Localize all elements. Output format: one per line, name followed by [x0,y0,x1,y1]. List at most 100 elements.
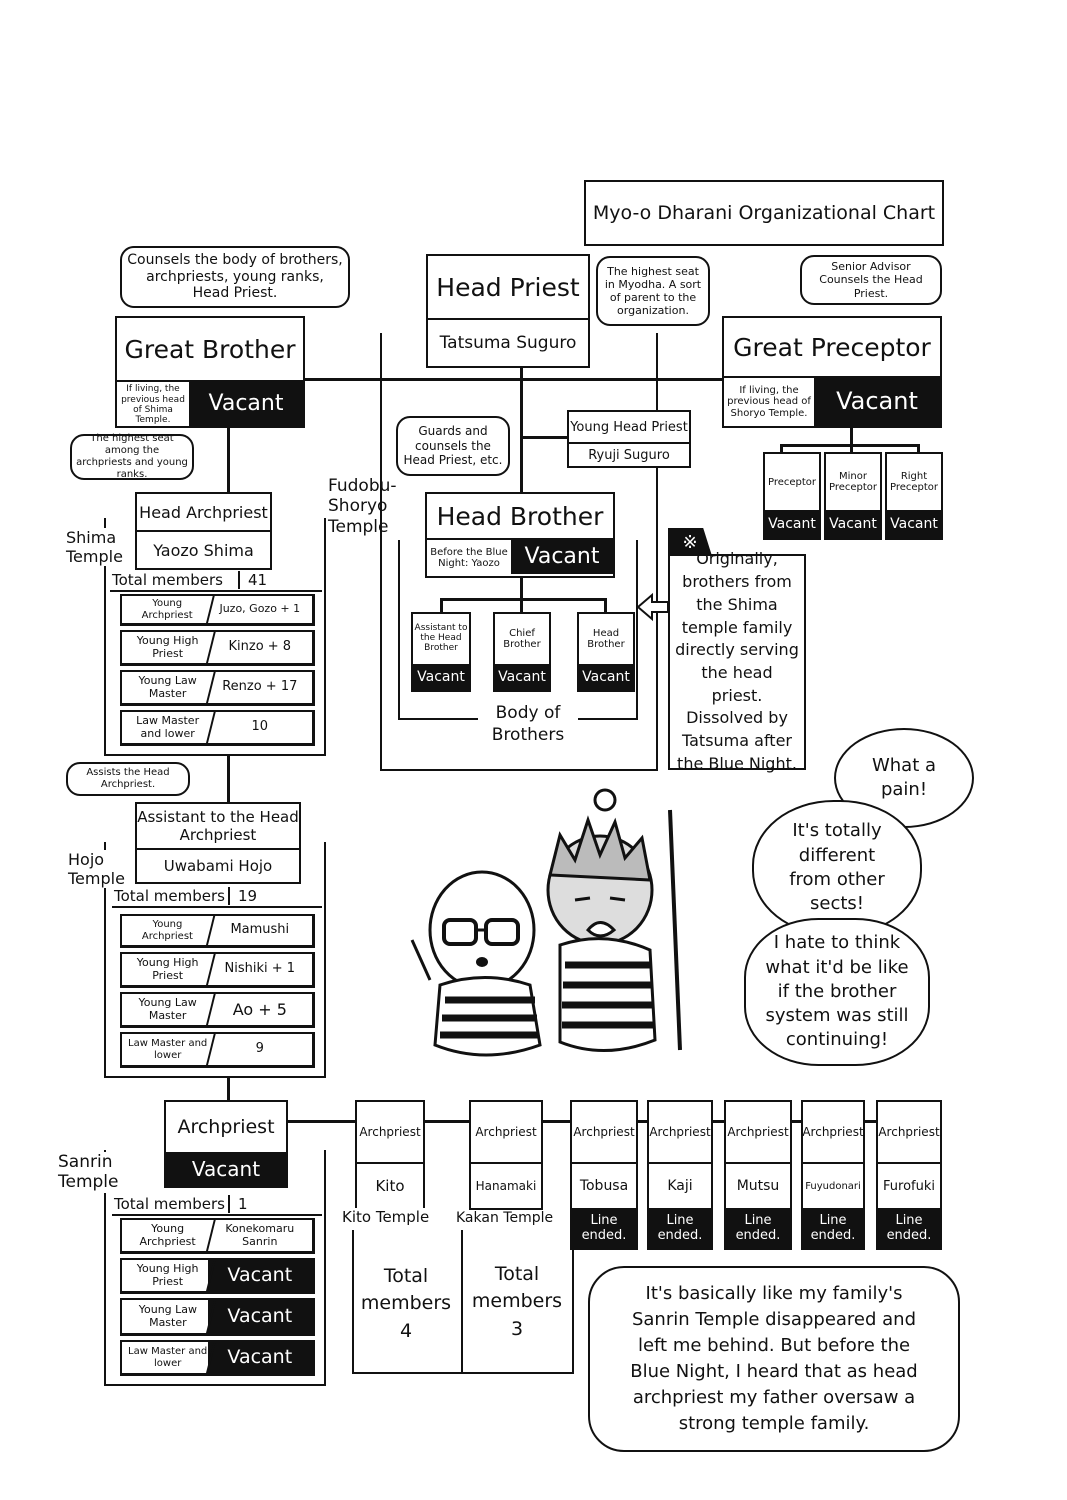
body-of-brothers-label: Body of Brothers [478,700,578,748]
fuyudonari-title: Archpriest [802,1125,864,1139]
chief-brother-status: Vacant [495,664,549,690]
sanrin-archpriest-box: Archpriest Vacant [164,1100,288,1188]
minor-preceptor-title: Minor Preceptor [828,471,878,493]
sanrin-row-rank: Law Master and lower [128,1346,208,1369]
arrow-left-icon [636,592,669,622]
sanrin-row: Law Master and lower Vacant [120,1340,315,1376]
brothers-note-box: Originally, brothers from the Shima temp… [668,549,806,773]
preceptor-title: Preceptor [767,476,817,488]
head-brother-box: Head Brother Before the Blue Night: Yaoz… [425,492,615,578]
connector-line [850,444,853,454]
sanrin-total-value: 1 [228,1195,248,1213]
sanrin-temple-frame [104,1150,326,1386]
shima-total-value: 41 [238,571,267,589]
tobusa-name: Tobusa [572,1162,636,1208]
tobusa-status: Line ended. [572,1208,636,1248]
hojo-row-value: Mamushi [230,922,290,938]
chibi-characters-illustration [410,788,682,1057]
connector-line [917,444,920,454]
connector-line [604,598,607,612]
great-preceptor-title: Great Preceptor [733,332,931,362]
sanrin-row: Young High Priest Vacant [120,1258,315,1294]
great-brother-status: Vacant [189,380,303,426]
shima-row: Young Law Master Renzo + 17 [120,670,315,706]
kito-total: Total members 4 [360,1264,452,1342]
furofuki-archpriest-box: Archpriest Furofuki Line ended. [876,1100,942,1250]
kito-archpriest-box: Archpriest Kito [355,1100,425,1210]
connector-line [440,598,443,612]
connector-line [520,436,568,439]
kakan-archpriest-name: Hanamaki [471,1162,541,1208]
minor-preceptor-box: Minor Preceptor Vacant [824,452,882,540]
shima-row-value: 10 [251,719,269,735]
connector-line [440,598,606,601]
right-preceptor-box: Right Preceptor Vacant [885,452,943,540]
sub-head-brother-box: Head Brother Vacant [577,612,635,692]
minor-preceptor-status: Vacant [826,510,880,538]
shima-row: Young High Priest Kinzo + 8 [120,630,315,666]
connector-line [520,598,523,612]
hojo-row-rank: Young High Priest [136,955,199,982]
assistant-head-brother-title: Assistant to the Head Brother [414,623,468,653]
speech-bubble-family: It's basically like my family's Sanrin T… [588,1266,960,1452]
hojo-row: Young High Priest Nishiki + 1 [120,952,315,988]
great-brother-note: Counsels the body of brothers, archpries… [120,246,350,308]
fudobu-temple-label: Fudobu-Shoryo Temple [328,476,397,537]
speech-bubble-different: It's totally different from other sects! [752,800,922,936]
great-brother-small: If living, the previous head of Shima Te… [117,380,189,428]
kito-archpriest-name: Kito [357,1162,423,1208]
mutsu-title: Archpriest [727,1125,789,1139]
assistant-head-archpriest-title: Assistant to the Head Archpriest [137,808,299,844]
right-preceptor-status: Vacant [887,510,941,538]
shima-row-rank: Law Master and lower [136,713,200,740]
sanrin-total-row: Total members 1 [112,1194,322,1216]
hojo-row-rank: Law Master and lower [128,1038,208,1061]
furofuki-status: Line ended. [878,1208,940,1248]
mutsu-name: Mutsu [726,1162,790,1208]
connector-line [461,1230,463,1374]
hojo-row-rank: Young Law Master [138,995,197,1022]
hojo-row-value: Nishiki + 1 [224,961,296,977]
shima-temple-frame [104,518,326,756]
tobusa-title: Archpriest [573,1125,635,1139]
kito-archpriest-title: Archpriest [359,1125,421,1139]
head-priest-title: Head Priest [436,272,580,302]
shima-row-value: Renzo + 17 [222,679,298,695]
sub-head-brother-status: Vacant [579,664,633,690]
connector-line [520,578,523,600]
assistant-head-archpriest-box: Assistant to the Head Archpriest Uwabami… [135,802,301,884]
hojo-row-value: Ao + 5 [232,999,287,1019]
kakan-archpriest-box: Archpriest Hanamaki [469,1100,543,1210]
sanrin-archpriest-title: Archpriest [177,1116,275,1138]
fuyudonari-name: Fuyudonari [803,1162,863,1208]
great-preceptor-note: Senior Advisor Counsels the Head Priest. [800,255,942,305]
young-head-priest-title: Young Head Priest [570,419,688,435]
great-preceptor-small: If living, the previous head of Shoryo T… [724,376,814,426]
great-preceptor-status: Vacant [814,376,940,426]
mutsu-archpriest-box: Archpriest Mutsu Line ended. [724,1100,792,1250]
kakan-temple-label: Kakan Temple [454,1210,556,1227]
head-brother-title: Head Brother [436,501,604,531]
connector-line [305,378,723,381]
head-archpriest-name: Yaozo Shima [137,530,270,568]
shima-row-rank: Young Archpriest [141,598,193,621]
head-archpriest-title: Head Archpriest [139,502,268,522]
hojo-total-row: Total members 19 [112,886,322,908]
hojo-row: Young Law Master Ao + 5 [120,992,315,1028]
head-brother-status: Vacant [511,538,613,574]
great-preceptor-box: Great Preceptor If living, the previous … [722,316,942,428]
kaji-name: Kaji [649,1162,711,1208]
connector-line [780,444,783,454]
kaji-archpriest-box: Archpriest Kaji Line ended. [647,1100,713,1250]
kito-temple-label: Kito Temple [340,1208,432,1226]
kaji-status: Line ended. [649,1208,711,1248]
furofuki-title: Archpriest [878,1125,940,1139]
chief-brother-box: Chief Brother Vacant [493,612,551,692]
shima-total-label: Total members [112,571,223,589]
hojo-row-rank: Young Archpriest [141,919,193,942]
fudobu-temple-frame [380,333,658,771]
shima-row-value: Juzo, Gozo + 1 [219,602,301,616]
head-priest-note: The highest seat in Myodha. A sort of pa… [596,256,710,326]
speech-bubble-hate: I hate to think what it'd be like if the… [744,918,930,1066]
young-head-priest-box: Young Head Priest Ryuji Suguro [567,410,691,468]
